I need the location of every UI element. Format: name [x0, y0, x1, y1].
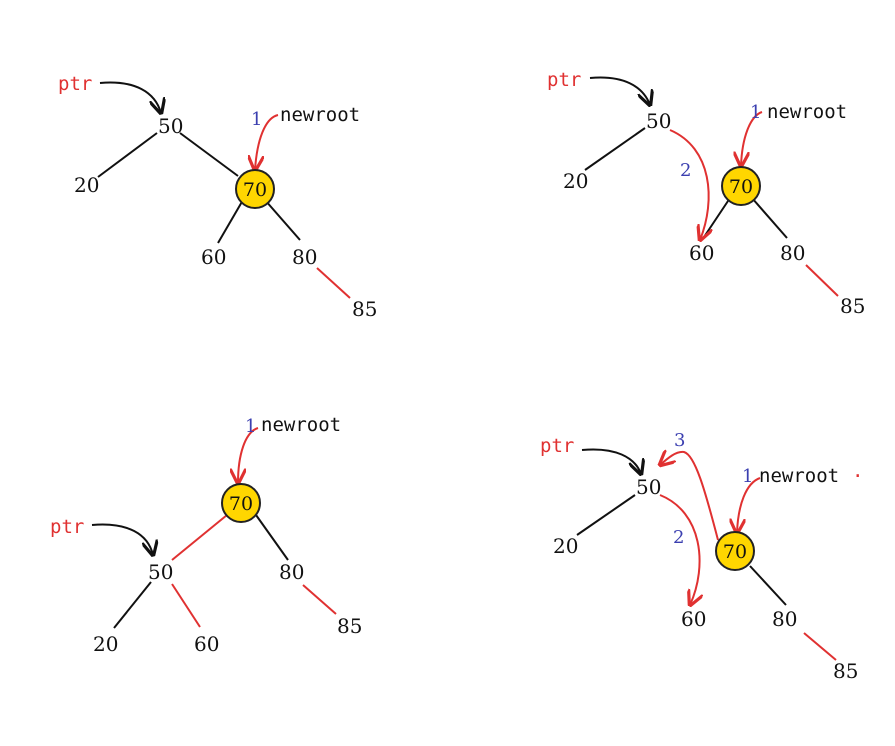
node-70-circle: [235, 169, 275, 209]
ptr-arrow: [589, 76, 650, 105]
edge-70-80: [749, 565, 787, 606]
step-1-label: 1: [750, 102, 761, 123]
node-70: 70: [723, 541, 747, 563]
node-20: 20: [553, 534, 578, 558]
node-80: 80: [279, 560, 304, 584]
newroot-arrow: [741, 111, 763, 166]
ptr-label: ptr: [50, 516, 84, 538]
edge-70-80: [264, 199, 301, 241]
node-70-circle: [721, 166, 761, 206]
newroot-arrow: [238, 427, 259, 483]
panel-4: ptr 3 1 newroot · 2 50 20 70 60 80 85: [540, 430, 863, 683]
edge-50-20: [97, 132, 158, 178]
panel-1: ptr 1 newroot 50 20 70 60 80 85: [58, 73, 377, 321]
node-60: 60: [201, 245, 226, 269]
edge-50-20: [584, 127, 646, 171]
edge-70-80: [255, 514, 289, 561]
node-80: 80: [772, 607, 797, 631]
edge-50-20: [576, 494, 636, 536]
node-60: 60: [689, 241, 714, 265]
step-2-arrow: [669, 129, 709, 240]
step-1-label: 1: [245, 416, 256, 437]
node-60: 60: [681, 607, 706, 631]
newroot-label: newroot: [759, 465, 839, 487]
edge-80-85: [302, 584, 337, 615]
node-60: 60: [194, 632, 219, 656]
node-70-circle: [715, 531, 755, 571]
edge-80-85: [803, 632, 837, 661]
step-1-label: 1: [251, 109, 262, 130]
edge-50-20: [113, 581, 152, 629]
node-70-circle: [221, 483, 261, 523]
node-70: 70: [243, 179, 267, 201]
trailing-mark: ·: [852, 465, 863, 487]
node-80: 80: [780, 241, 805, 265]
node-85: 85: [337, 614, 362, 638]
node-80: 80: [292, 245, 317, 269]
node-85: 85: [352, 297, 377, 321]
edge-70-50: [171, 514, 228, 561]
node-50: 50: [646, 109, 671, 133]
edge-70-60: [217, 199, 244, 244]
panel-2: ptr 1 newroot 2 50 20 70 60 80 85: [547, 69, 865, 318]
edge-50-60: [171, 583, 201, 628]
node-20: 20: [93, 632, 118, 656]
edge-70-80: [751, 197, 788, 239]
node-70: 70: [229, 493, 253, 515]
ptr-arrow: [99, 81, 161, 113]
step-2-arrow: [659, 494, 700, 605]
newroot-arrow: [737, 477, 761, 533]
newroot-label: newroot: [261, 414, 341, 436]
ptr-arrow: [91, 523, 153, 555]
node-50: 50: [158, 114, 183, 138]
step-3-label: 3: [674, 430, 685, 451]
edge-50-70: [179, 132, 239, 177]
ptr-label: ptr: [58, 73, 92, 95]
newroot-label: newroot: [280, 104, 360, 126]
ptr-arrow: [581, 448, 641, 474]
edge-80-85: [805, 264, 839, 297]
node-20: 20: [74, 173, 99, 197]
node-50: 50: [148, 560, 173, 584]
panel-3: ptr 1 newroot 70 50 80 20 60 85: [50, 414, 362, 656]
node-85: 85: [833, 659, 858, 683]
node-50: 50: [636, 475, 661, 499]
newroot-arrow: [255, 114, 279, 170]
ptr-label: ptr: [547, 69, 581, 91]
node-20: 20: [563, 169, 588, 193]
step-3-arrow: [660, 452, 719, 541]
node-85: 85: [840, 294, 865, 318]
node-70: 70: [729, 176, 753, 198]
newroot-label: newroot: [767, 101, 847, 123]
step-1-label: 1: [742, 466, 753, 487]
step-2-label: 2: [680, 160, 691, 181]
edge-80-85: [316, 267, 351, 299]
step-2-label: 2: [673, 527, 684, 548]
ptr-label: ptr: [540, 435, 574, 457]
